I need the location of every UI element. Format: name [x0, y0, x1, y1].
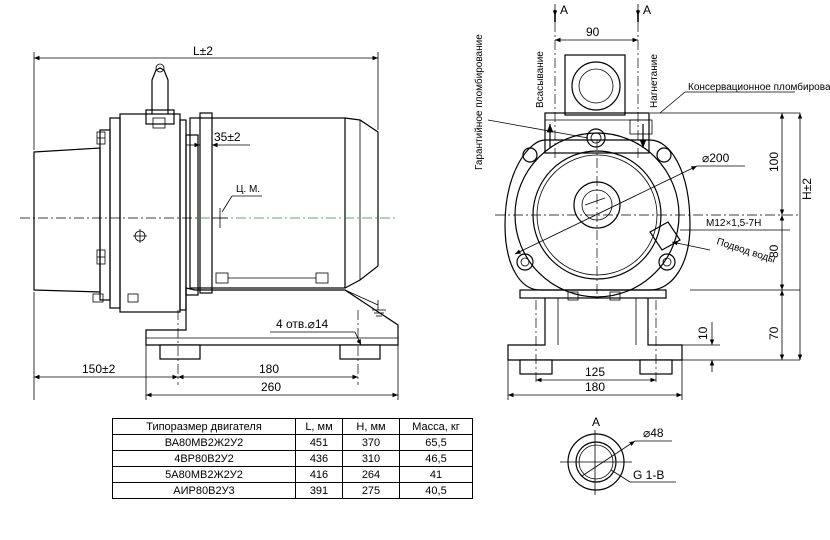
table-cell: АИР80В2У3: [112, 482, 296, 499]
dim-80: 80: [767, 244, 781, 258]
table-row: ВА80МВ2Ж2У2 451 370 65,5: [112, 434, 473, 451]
table-cell: 310: [342, 450, 400, 467]
holes-label: 4 отв.⌀14: [276, 317, 329, 331]
detail-diameter-label: ⌀48: [643, 426, 664, 440]
table-cell: 65,5: [399, 434, 473, 451]
thread-label: М12×1,5-7Н: [706, 218, 761, 229]
conservation-seal-label: Консервационное пломбирование: [688, 81, 830, 93]
feet-spacing-dimension: 180: [259, 362, 279, 376]
table-cell: 451: [295, 434, 343, 451]
detail-thread-label: G 1-В: [633, 468, 664, 482]
table-row: 4ВР80В2У2 436 310 46,5: [112, 450, 473, 467]
table-cell: 40,5: [399, 482, 473, 499]
table-cell: ВА80МВ2Ж2У2: [112, 434, 296, 451]
length-dimension: L±2: [193, 44, 213, 58]
table-cell: 5А80МВ2Ж2У2: [112, 466, 296, 483]
dim-100: 100: [767, 152, 781, 172]
table-header-row: Типоразмер двигателя L, мм Н, мм Масса, …: [112, 418, 473, 435]
table-cell: 41: [399, 466, 473, 483]
table-row: АИР80В2У3 391 275 40,5: [112, 482, 473, 499]
motor-body: [189, 117, 346, 289]
lifting-eye: [151, 67, 169, 114]
suction-label: Всасывание: [535, 51, 546, 108]
pump-housing: [33, 147, 101, 293]
table-cell: 46,5: [399, 450, 473, 467]
side-view: L±2 35±: [20, 44, 399, 400]
header-length: L, мм: [295, 418, 343, 435]
base-length-dimension: 260: [261, 380, 281, 394]
detail-view-a: A ⌀48 G 1-В: [560, 415, 676, 495]
table-row: 5А80МВ2Ж2У2 416 264 41: [112, 466, 473, 483]
port-spacing-dimension: 90: [586, 25, 600, 39]
table-cell: 370: [342, 434, 400, 451]
dim-180-front: 180: [585, 380, 605, 394]
dim-70: 70: [767, 326, 781, 340]
diameter-label: ⌀200: [702, 151, 730, 165]
header-motor-type: Типоразмер двигателя: [112, 418, 296, 435]
dim-10: 10: [696, 326, 710, 340]
detail-title: A: [592, 415, 600, 429]
warranty-seal-label: Гарантийное пломбирование: [473, 34, 485, 170]
motor-spec-table: Типоразмер двигателя L, мм Н, мм Масса, …: [112, 418, 473, 499]
dim-h: Н±2: [800, 178, 814, 200]
detail-outer-circle: [567, 433, 625, 491]
table-cell: 391: [295, 482, 343, 499]
table-cell: 436: [295, 450, 343, 467]
front-base: [507, 298, 683, 361]
table-cell: 416: [295, 466, 343, 483]
dim-125: 125: [585, 365, 605, 379]
pump-overhang-dimension: 150±2: [82, 362, 116, 376]
center-of-mass-label: Ц. М.: [236, 184, 260, 195]
offset-dimension: 35±2: [214, 130, 241, 144]
table-cell: 4ВР80В2У2: [112, 450, 296, 467]
section-mark-right: A: [643, 3, 651, 17]
header-height: Н, мм: [342, 418, 400, 435]
lifting-ring: [571, 61, 621, 111]
table-cell: 264: [342, 466, 400, 483]
discharge-label: Нагнетание: [649, 54, 660, 108]
header-mass: Масса, кг: [399, 418, 473, 435]
front-view: A A 90 Гарантийное пломбирование Всасыва…: [473, 3, 830, 400]
section-mark-left: A: [560, 3, 568, 17]
conservation-seal-text: Консервационное пломбирование: [688, 81, 830, 93]
table-cell: 275: [342, 482, 400, 499]
